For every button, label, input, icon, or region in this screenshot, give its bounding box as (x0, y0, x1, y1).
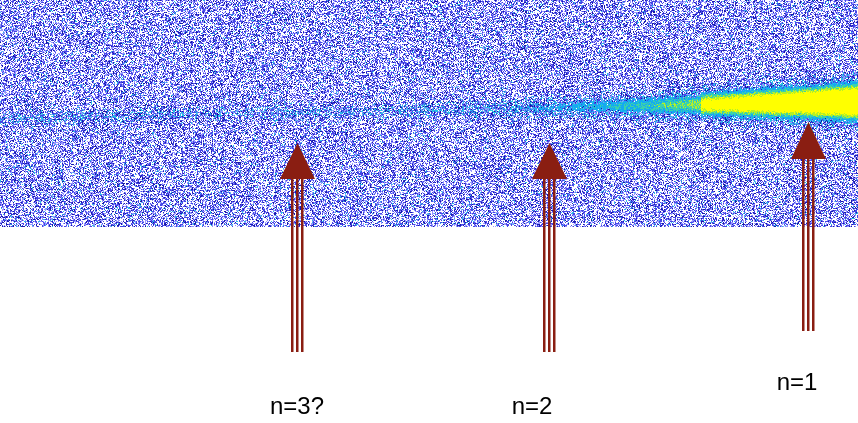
order-label: n=2 (512, 393, 553, 419)
order-label: n=3? (270, 393, 324, 419)
arrow (280, 143, 315, 352)
order-label: n=1 (777, 369, 818, 395)
arrow (791, 122, 826, 331)
arrow (532, 143, 567, 352)
detector-image (0, 0, 858, 227)
